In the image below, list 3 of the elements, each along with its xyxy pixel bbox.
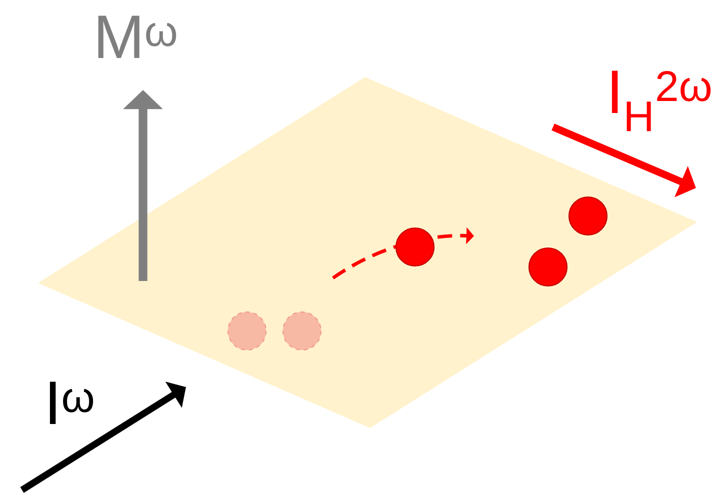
axis-label: I$_{H}$2ω [612,70,711,132]
axis-label: I$^{ω}$ [50,382,94,424]
axis-label: M$^{ω}$ [98,16,176,58]
